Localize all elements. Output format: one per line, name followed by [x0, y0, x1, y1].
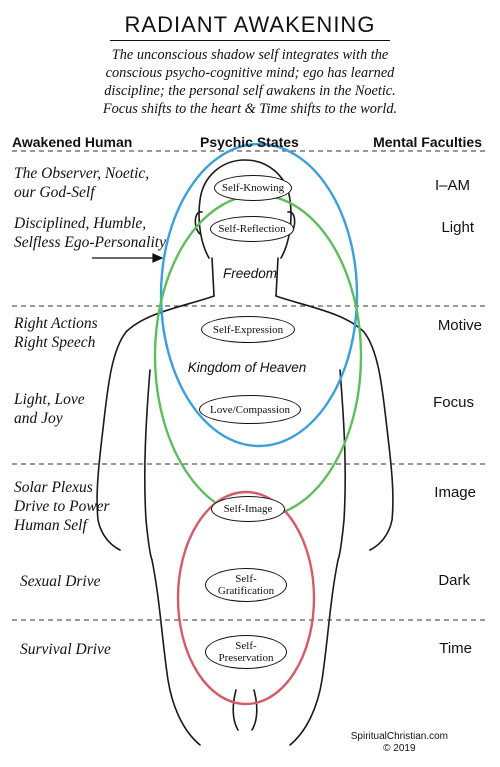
- title-underline: [110, 40, 390, 41]
- left-label-line: Human Self: [14, 517, 87, 534]
- state-self-gratification: Self- Gratification: [205, 568, 287, 602]
- right-label-time: Time: [439, 640, 472, 657]
- neck-right: [275, 257, 279, 297]
- region-kingdom-of-heaven: Kingdom of Heaven: [187, 360, 307, 375]
- column-header-center: Psychic States: [200, 134, 299, 150]
- left-label-line: The Observer, Noetic,: [14, 165, 150, 182]
- section-dividers: [12, 150, 488, 621]
- left-label-line: and Joy: [14, 410, 63, 427]
- left-label-disciplined: Disciplined, Humble, Selfless Ego-Person…: [14, 214, 166, 252]
- column-header-right: Mental Faculties: [373, 134, 482, 150]
- state-self-expression: Self-Expression: [201, 316, 295, 343]
- left-label-line: Survival Drive: [20, 641, 111, 658]
- footer-copyright: © 2019: [383, 743, 416, 754]
- left-label-line: Right Actions: [14, 315, 98, 332]
- intro-paragraph: The unconscious shadow self integrates w…: [40, 46, 460, 118]
- left-label-solar-plexus: Solar Plexus Drive to Power Human Self: [14, 478, 110, 535]
- right-hip: [289, 559, 339, 746]
- left-hip: [151, 559, 201, 746]
- right-arm-outer: [275, 295, 394, 551]
- state-self-image: Self-Image: [211, 496, 285, 522]
- red-ellipse: [176, 490, 316, 706]
- intro-line: Focus shifts to the heart & Time shifts …: [102, 101, 398, 117]
- left-label-right-actions: Right Actions Right Speech: [14, 314, 98, 352]
- left-label-line: Selfless Ego-Personality: [14, 234, 166, 251]
- footer-site: SpiritualChristian.com: [350, 731, 448, 742]
- green-ellipse: [153, 193, 363, 519]
- left-label-line: Sexual Drive: [20, 573, 101, 590]
- state-love-compassion: Love/Compassion: [199, 395, 301, 424]
- right-label-light: Light: [441, 219, 474, 236]
- left-ear: [194, 211, 203, 235]
- page-title: RADIANT AWAKENING: [124, 12, 376, 37]
- state-self-reflection: Self-Reflection: [210, 216, 294, 242]
- region-freedom: Freedom: [222, 266, 278, 281]
- lower-detail: [232, 689, 258, 731]
- left-label-line: Disciplined, Humble,: [14, 215, 147, 232]
- left-label-line: our God-Self: [14, 184, 95, 201]
- left-label-line: Light, Love: [14, 391, 85, 408]
- left-label-line: Drive to Power: [14, 498, 110, 515]
- right-label-image: Image: [434, 484, 476, 501]
- footer-credit: SpiritualChristian.com © 2019: [351, 731, 448, 755]
- right-arm-inner: [337, 369, 347, 561]
- left-label-light-love: Light, Love and Joy: [14, 390, 85, 428]
- intro-line: The unconscious shadow self integrates w…: [111, 47, 389, 63]
- left-arm-inner: [143, 369, 153, 561]
- right-label-motive: Motive: [437, 317, 482, 334]
- left-label-line: Solar Plexus: [14, 479, 93, 496]
- neck-left: [211, 257, 215, 297]
- head-outline: [198, 159, 292, 259]
- left-label-line: Right Speech: [14, 334, 96, 351]
- right-label-focus: Focus: [433, 394, 474, 411]
- left-arm-outer: [96, 295, 215, 551]
- left-label-survival-drive: Survival Drive: [20, 640, 111, 659]
- body-silhouette: [96, 159, 394, 746]
- right-label-i-am: I–AM: [434, 177, 470, 194]
- left-label-observer: The Observer, Noetic, our God-Self: [14, 164, 149, 202]
- blue-ellipse: [159, 142, 359, 448]
- state-self-knowing: Self-Knowing: [214, 175, 292, 201]
- intro-line: conscious psycho-cognitive mind; ego has…: [105, 65, 395, 81]
- state-self-preservation: Self- Preservation: [205, 635, 287, 669]
- intro-line: discipline; the personal self awakens in…: [104, 83, 396, 99]
- arrow-pointer: [92, 253, 164, 263]
- right-label-dark: Dark: [438, 572, 470, 589]
- column-header-left: Awakened Human: [12, 134, 133, 150]
- left-label-sexual-drive: Sexual Drive: [20, 572, 100, 591]
